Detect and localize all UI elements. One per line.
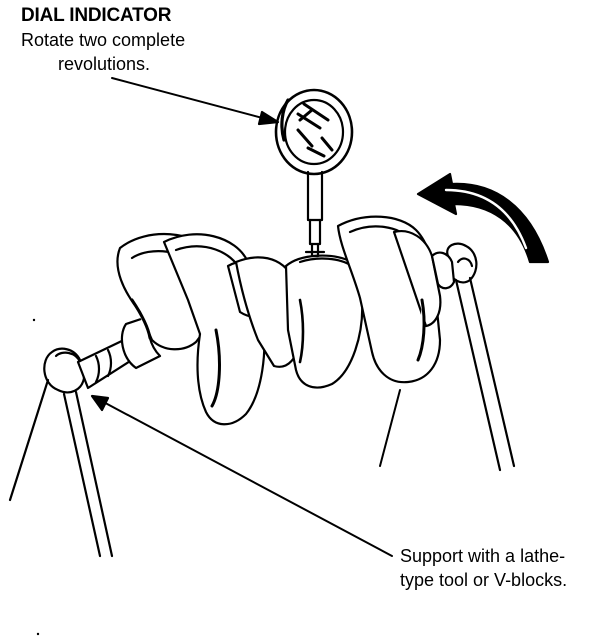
- crankshaft: [76, 215, 456, 426]
- right-web-leader: [379, 389, 401, 467]
- rotation-arrow-icon: [416, 172, 550, 264]
- support-note-line-1: Support with a lathe-: [400, 546, 566, 566]
- support-note-line-2: type tool or V-blocks.: [400, 570, 568, 590]
- right-support-stand: [446, 242, 516, 472]
- dial-indicator-instruction-line-1: Rotate two complete: [21, 30, 186, 50]
- dial-leader-arrow: [111, 77, 280, 126]
- dial-indicator-gauge-icon: [274, 88, 354, 258]
- dial-indicator-title: DIAL INDICATOR: [21, 5, 172, 26]
- left-support-stand: [8, 347, 114, 558]
- dial-indicator-instruction-line-2: revolutions.: [58, 54, 151, 74]
- speck: [32, 318, 36, 322]
- support-leader-arrow: [90, 394, 393, 557]
- speck: [36, 632, 40, 636]
